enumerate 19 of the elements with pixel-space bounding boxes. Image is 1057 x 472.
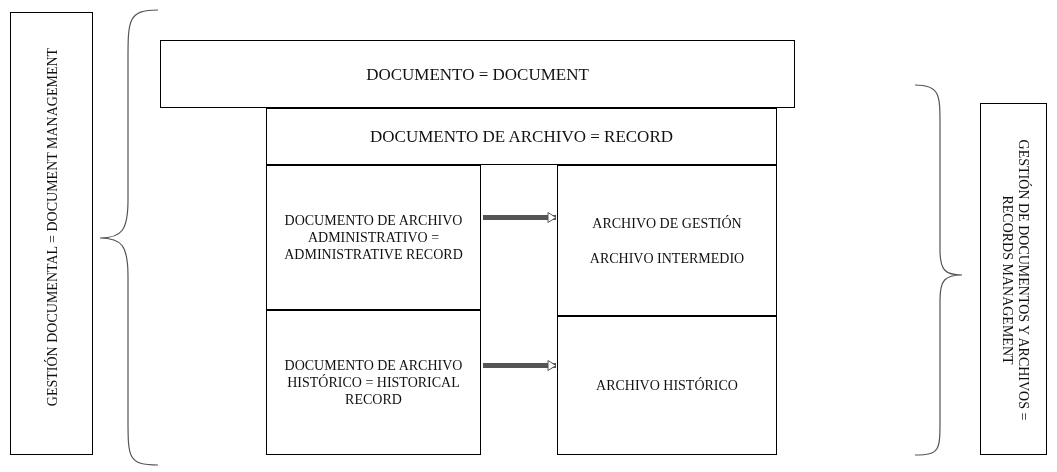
box-text: ARCHIVO INTERMEDIO (588, 249, 746, 267)
box-text: DOCUMENTO DE ARCHIVO ADMINISTRATIVO = ADMINISTRATIVE RECORD (283, 212, 464, 263)
box-text: DOCUMENTO = DOCUMENT (365, 65, 590, 83)
process-box (557, 316, 777, 455)
box-text: ARCHIVO DE GESTIÓN (591, 214, 743, 232)
box-text: ARCHIVO HISTÓRICO (595, 377, 739, 394)
box-text: GESTIÓN DOCUMENTAL = DOCUMENT MANAGEMENT (44, 46, 61, 408)
arrow (483, 360, 557, 371)
side-box (980, 103, 1047, 455)
box-text: GESTIÓN DE DOCUMENTOS Y ARCHIVOS = RECORDS MANAGEMENT (998, 138, 1031, 423)
process-box (557, 165, 777, 316)
process-box (160, 40, 795, 108)
process-box (266, 310, 481, 455)
box-text: DOCUMENTO DE ARCHIVO HISTÓRICO = HISTORICAL RECORD (283, 357, 464, 408)
process-box (266, 108, 777, 165)
box-text: DOCUMENTO DE ARCHIVO = RECORD (369, 128, 674, 145)
side-box (10, 12, 93, 455)
arrow (483, 212, 557, 223)
process-box (266, 165, 481, 310)
